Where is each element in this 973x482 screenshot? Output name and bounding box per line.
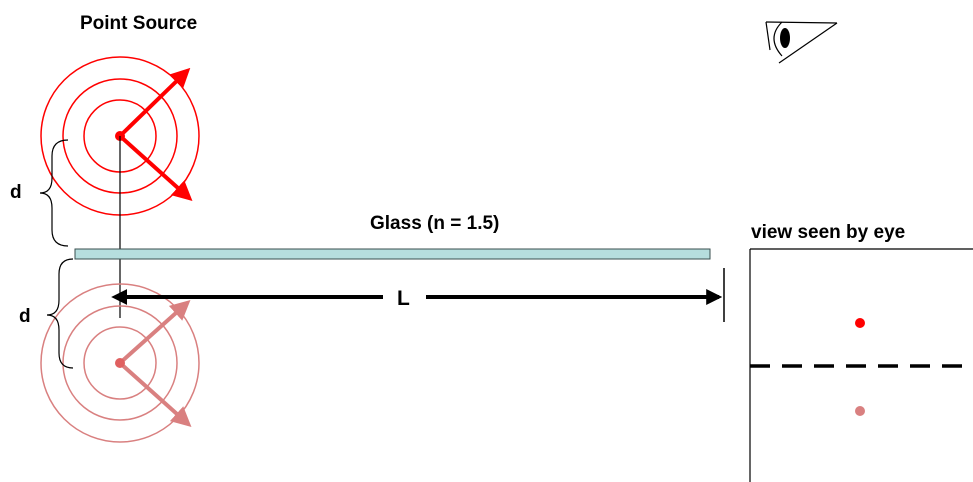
ray-arrow-up (118, 67, 191, 138)
image-ray-arrow-down (118, 361, 192, 428)
ray-arrow-down (118, 134, 193, 202)
view-title: view seen by eye (751, 222, 905, 243)
distance-brace-lower (46, 258, 74, 369)
image-ray-arrow-up (118, 300, 191, 365)
view-image-dot (855, 406, 865, 416)
point-source-label: Point Source (80, 13, 197, 34)
glass-label: Glass (n = 1.5) (370, 213, 499, 234)
distance-label-upper: d (10, 182, 22, 203)
image-wavefront-ring (83, 326, 157, 400)
glass-slab (74, 248, 711, 260)
distance-label-lower: d (19, 306, 31, 327)
image-wavefront-ring (62, 305, 178, 421)
distance-brace-upper (39, 139, 69, 247)
view-source-dot (855, 318, 865, 328)
eye-icon (765, 21, 838, 64)
image-dot (115, 358, 125, 368)
view-panel (749, 248, 973, 482)
image-wavefront-ring (40, 283, 200, 443)
length-label: L (397, 287, 410, 310)
image-source (40, 283, 200, 443)
